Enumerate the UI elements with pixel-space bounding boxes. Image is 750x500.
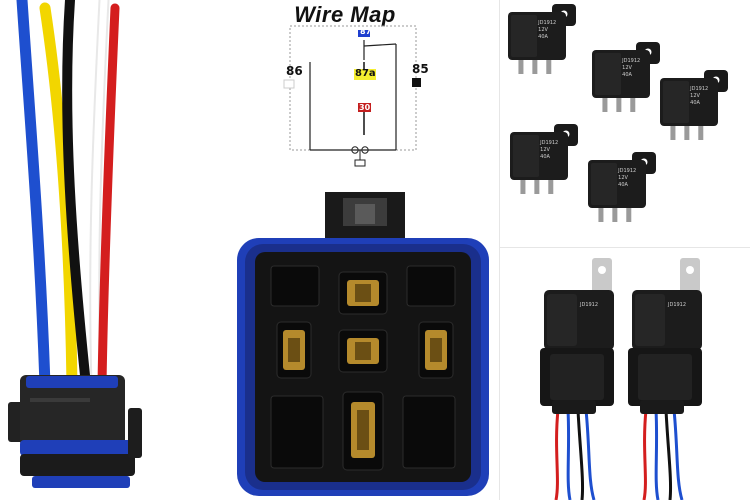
relay-model-label: JD1912 [667, 302, 686, 308]
pin-label-30: 30 [359, 103, 371, 112]
harness-illustration [8, 0, 142, 488]
relay-model-label: JD1912 [617, 168, 636, 174]
socket-closeup-photo [225, 180, 500, 500]
relay-model-label: JD1912 [579, 302, 598, 308]
pigtail-group: JD1912 JD1912 [540, 258, 702, 500]
pin-label-87: 87 [360, 27, 372, 36]
harness-photo [0, 0, 240, 500]
relay-voltage-label: 12V [690, 93, 700, 99]
pin-label-85: 85 [412, 62, 429, 76]
pin-label-87a: 87a [355, 68, 376, 79]
wire-map-schematic [283, 25, 421, 167]
relay-pigtails-photo: JD1912 JD1912 [500, 250, 750, 500]
pigtail-relay-1: JD1912 [540, 258, 614, 500]
relay-current-label: 40A [622, 72, 632, 78]
relay-model-label: JD1912 [539, 140, 558, 146]
red-wire [97, 3, 120, 390]
yellow-wire [39, 2, 78, 391]
wire-map-diagram: Wire Map 87 86 85 87a 30 [270, 0, 430, 180]
socket-illustration [237, 192, 489, 496]
relay-model-label: JD1912 [621, 58, 640, 64]
panel-divider-vertical [499, 0, 500, 500]
harness-connector [8, 375, 142, 488]
relay-voltage-label: 12V [540, 147, 550, 153]
relay-current-label: 40A [538, 34, 548, 40]
pin-label-86: 86 [286, 64, 303, 78]
relay-current-label: 40A [540, 154, 550, 160]
relay-voltage-label: 12V [618, 175, 628, 181]
brass-terminals [276, 271, 454, 471]
relay-current-label: 40A [690, 100, 700, 106]
relay-voltage-label: 12V [622, 65, 632, 71]
pigtail-relay-2: JD1912 [628, 258, 702, 500]
relay-group: JD191212V40AJD191212V40AJD191212V40AJD19… [508, 4, 728, 222]
wire-map-title: Wire Map [294, 2, 396, 27]
relay-model-label: JD1912 [689, 86, 708, 92]
relay-voltage-label: 12V [538, 27, 548, 33]
panel-divider-horizontal [500, 247, 750, 248]
relay-current-label: 40A [618, 182, 628, 188]
relay-model-label: JD1912 [537, 20, 556, 26]
black-wire [62, 0, 91, 390]
blue-wire [16, 0, 51, 391]
